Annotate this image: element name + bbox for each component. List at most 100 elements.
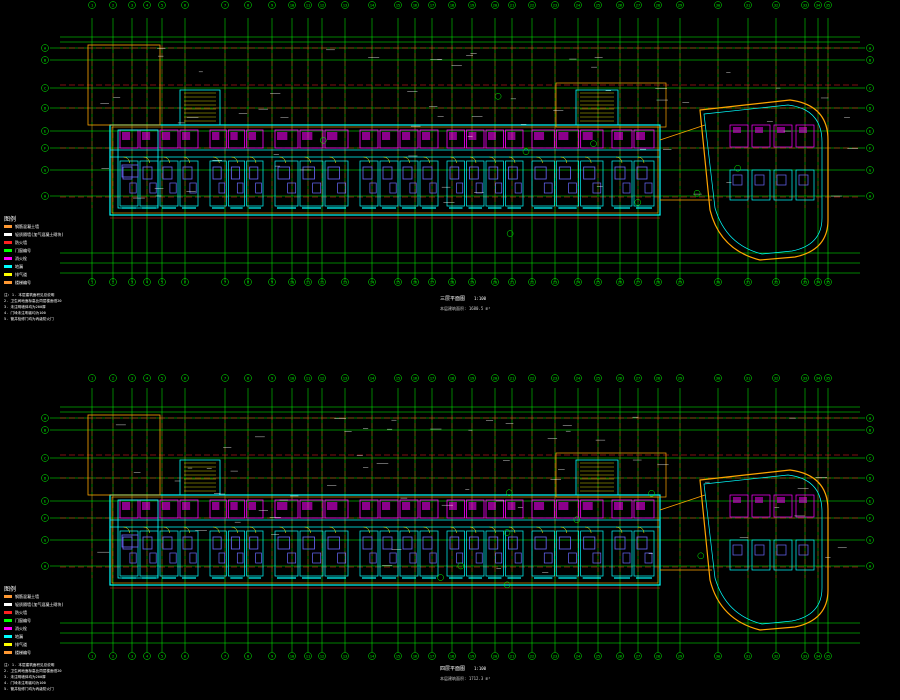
- axis-bubble-top: [574, 1, 582, 9]
- axis-bubble-side: [866, 536, 874, 544]
- door-swing: [231, 526, 238, 534]
- wing-room: [773, 494, 793, 518]
- bed-furniture: [212, 166, 222, 180]
- room-lower: [580, 530, 604, 577]
- axis-bubble-top-label: 9: [271, 4, 273, 8]
- axis-bubble-top-label: 29: [678, 4, 682, 8]
- door-swing: [304, 526, 311, 534]
- axis-bubble-top: [304, 1, 312, 9]
- axis-bubble-bottom: [634, 278, 642, 286]
- legend-note: 5. 管井检修门均为丙级防火门: [4, 316, 54, 321]
- axis-bubble-bottom-label: 10: [290, 655, 294, 659]
- bathroom-fill: [230, 132, 238, 140]
- door-swing: [560, 156, 568, 164]
- room-lower: [274, 160, 299, 207]
- bed-furniture: [614, 166, 626, 180]
- axis-bubble-side: [866, 474, 874, 482]
- axis-bubble-side-label: E: [44, 500, 46, 504]
- axis-bubble-top-label: 18: [450, 4, 454, 8]
- axis-bubble-bottom: [341, 652, 349, 660]
- axis-bubble-top: [288, 374, 296, 382]
- wing-room: [773, 124, 793, 148]
- axis-bubble-top: [714, 1, 722, 9]
- door-swing: [615, 156, 623, 164]
- legend-note: 2. 卫生间地面标高比同层楼面低20: [4, 298, 62, 303]
- axis-bubble-top: [491, 374, 499, 382]
- room-lower: [531, 160, 555, 207]
- bathroom-fill: [362, 502, 371, 510]
- legend-swatch: [4, 595, 12, 598]
- axis-bubble-side-label: C: [869, 87, 871, 91]
- axis-bubble-top-label: 13: [343, 4, 347, 8]
- door-swing: [489, 156, 496, 164]
- bed-furniture: [636, 536, 648, 550]
- legend-item: 排气道: [15, 271, 27, 277]
- axis-bubble-top: [268, 374, 276, 382]
- axis-bubble-bottom-label: 22: [530, 655, 534, 659]
- room-lower: [466, 530, 485, 577]
- wing-bath-fill: [755, 127, 763, 133]
- axis-bubble-top-label: 22: [530, 377, 534, 381]
- legend-swatch: [4, 257, 12, 260]
- door-swing: [304, 156, 311, 164]
- room-lower: [119, 160, 139, 207]
- door-swing: [423, 526, 430, 534]
- room-lower: [274, 530, 299, 577]
- desk-furniture: [409, 552, 417, 564]
- room-lower: [611, 160, 633, 207]
- room-upper: [179, 129, 199, 149]
- left-wing-furniture: [121, 164, 139, 178]
- axis-bubble-side: [41, 144, 49, 152]
- room-upper: [419, 499, 439, 519]
- axis-bubble-bottom: [428, 652, 436, 660]
- legend-swatch: [4, 603, 12, 606]
- axis-bubble-side: [41, 562, 49, 570]
- axis-bubble-side: [41, 44, 49, 52]
- axis-bubble-bottom-label: 29: [678, 281, 682, 285]
- axis-bubble-bottom-label: 13: [343, 281, 347, 285]
- room-lower: [159, 530, 179, 577]
- axis-bubble-top: [181, 1, 189, 9]
- axis-bubble-bottom: [491, 278, 499, 286]
- room-upper: [505, 129, 524, 149]
- room-lower: [227, 160, 246, 207]
- axis-bubble-top-label: 4: [146, 4, 148, 8]
- axis-bubble-bottom: [824, 278, 832, 286]
- bed-furniture: [142, 166, 153, 180]
- axis-bubble-top: [221, 374, 229, 382]
- axis-bubble-top: [143, 374, 151, 382]
- room-upper: [580, 129, 604, 149]
- wing-room: [729, 169, 749, 201]
- legend-item: 楼梯编号: [15, 279, 31, 285]
- connector: [659, 124, 706, 141]
- callout-bubble: [573, 516, 581, 523]
- axis-bubble-bottom: [304, 278, 312, 286]
- axis-bubble-bottom: [143, 652, 151, 660]
- axis-bubble-side: [866, 127, 874, 135]
- desk-furniture: [129, 552, 137, 564]
- axis-bubble-top: [428, 374, 436, 382]
- bathroom-fill: [582, 132, 593, 140]
- axis-bubble-top-label: 28: [656, 4, 660, 8]
- room-upper: [159, 129, 179, 149]
- bed-furniture: [402, 166, 413, 180]
- bathroom-fill: [468, 502, 477, 510]
- axis-bubble-side-label: C: [44, 457, 46, 461]
- door-swing: [143, 156, 150, 164]
- room-upper: [246, 499, 264, 519]
- left-wing-furniture: [121, 534, 139, 548]
- room-lower: [505, 160, 524, 207]
- axis-bubble-bottom-label: 20: [493, 281, 497, 285]
- axis-bubble-top: [221, 1, 229, 9]
- room-lower: [399, 530, 419, 577]
- axis-bubble-side-label: H: [869, 565, 871, 569]
- legend-item: 消火栓: [15, 255, 27, 261]
- axis-bubble-top-label: 27: [636, 377, 640, 381]
- axis-bubble-top: [394, 374, 402, 382]
- bed-furniture: [614, 536, 626, 550]
- room-lower: [531, 530, 555, 577]
- axis-bubble-bottom: [654, 652, 662, 660]
- axis-bubble-side: [866, 144, 874, 152]
- bathroom-fill: [558, 502, 569, 510]
